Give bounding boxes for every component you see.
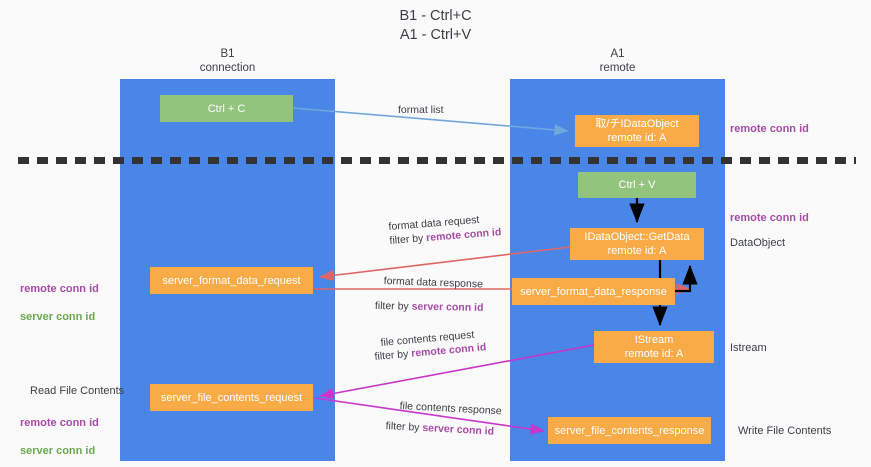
edge-label-file-contents-response: file contents response bbox=[399, 399, 502, 418]
edge-label-file-contents-response-filter: filter by server conn id bbox=[385, 419, 494, 439]
node-server-file-contents-request-label: server_file_contents_request bbox=[160, 391, 303, 404]
node-istream-label: IStream bbox=[634, 334, 674, 346]
swimlane-header-a1: A1 remote bbox=[599, 48, 636, 74]
node-server-format-data-request-label: server_format_data_request bbox=[162, 274, 301, 287]
annotation-right-istream: Istream bbox=[730, 342, 767, 354]
node-server-format-data-response-label: server_format_data_response bbox=[520, 285, 667, 298]
node-server-format-data-request[interactable]: server_format_data_request bbox=[150, 267, 313, 294]
node-getdata-label: IDataObject::GetData bbox=[584, 231, 690, 243]
node-idataobject[interactable]: 取/チIDataObject remote id: A bbox=[575, 115, 699, 147]
annotation-left-remote-conn-id-2: remote conn id bbox=[20, 417, 99, 429]
edge-label-format-data-response: format data response bbox=[383, 274, 484, 291]
diagram-title: B1 - Ctrl+C A1 - Ctrl+V bbox=[399, 8, 472, 43]
annotation-right-write-file-contents: Write File Contents bbox=[738, 425, 832, 437]
annotation-left-conn-ids-bottom: remote conn id server conn id bbox=[20, 402, 99, 467]
node-ctrl-v-label: Ctrl + V bbox=[618, 179, 656, 191]
annotation-left-server-conn-id-2: server conn id bbox=[20, 445, 96, 457]
annotation-right-remote-conn-id-mid: remote conn id bbox=[730, 212, 809, 224]
node-server-format-data-response[interactable]: server_format_data_response bbox=[512, 278, 675, 305]
node-idataobject-label: 取/チIDataObject bbox=[595, 118, 679, 130]
node-istream-sublabel: remote id: A bbox=[624, 348, 684, 360]
annotation-left-conn-ids-top: remote conn id server conn id bbox=[20, 268, 99, 338]
edge-label-format-data-response-filter: filter by server conn id bbox=[375, 299, 484, 315]
filter-prefix: filter by bbox=[374, 347, 412, 363]
annotation-right-dataobject: DataObject bbox=[730, 237, 786, 249]
node-idataobject-sublabel: remote id: A bbox=[607, 132, 667, 144]
filter-prefix: filter by bbox=[389, 232, 427, 247]
annotation-left-server-conn-id: server conn id bbox=[20, 311, 96, 323]
node-ctrl-c[interactable]: Ctrl + C bbox=[160, 95, 293, 122]
node-server-file-contents-request[interactable]: server_file_contents_request bbox=[150, 384, 313, 411]
annotation-left-remote-conn-id: remote conn id bbox=[20, 283, 99, 295]
node-server-file-contents-response[interactable]: server_file_contents_response bbox=[548, 417, 711, 444]
swimlane-header-b1: B1 connection bbox=[199, 48, 256, 74]
filter-key: server conn id bbox=[422, 421, 495, 438]
node-idataobject-getdata[interactable]: IDataObject::GetData remote id: A bbox=[570, 228, 704, 260]
annotation-left-read-file-contents: Read File Contents bbox=[30, 385, 125, 397]
filter-prefix: filter by bbox=[374, 299, 412, 313]
node-ctrl-c-label: Ctrl + C bbox=[207, 102, 246, 115]
edge-label-format-list: format list bbox=[398, 104, 444, 116]
node-istream[interactable]: IStream remote id: A bbox=[594, 331, 714, 363]
annotation-right-remote-conn-id-top: remote conn id bbox=[730, 123, 809, 135]
node-getdata-sublabel: remote id: A bbox=[607, 245, 667, 257]
filter-prefix: filter by bbox=[385, 419, 423, 434]
filter-key: server conn id bbox=[411, 300, 484, 314]
node-server-file-contents-response-label: server_file_contents_response bbox=[554, 424, 705, 437]
section-divider bbox=[18, 157, 856, 164]
node-ctrl-v[interactable]: Ctrl + V bbox=[578, 172, 696, 198]
